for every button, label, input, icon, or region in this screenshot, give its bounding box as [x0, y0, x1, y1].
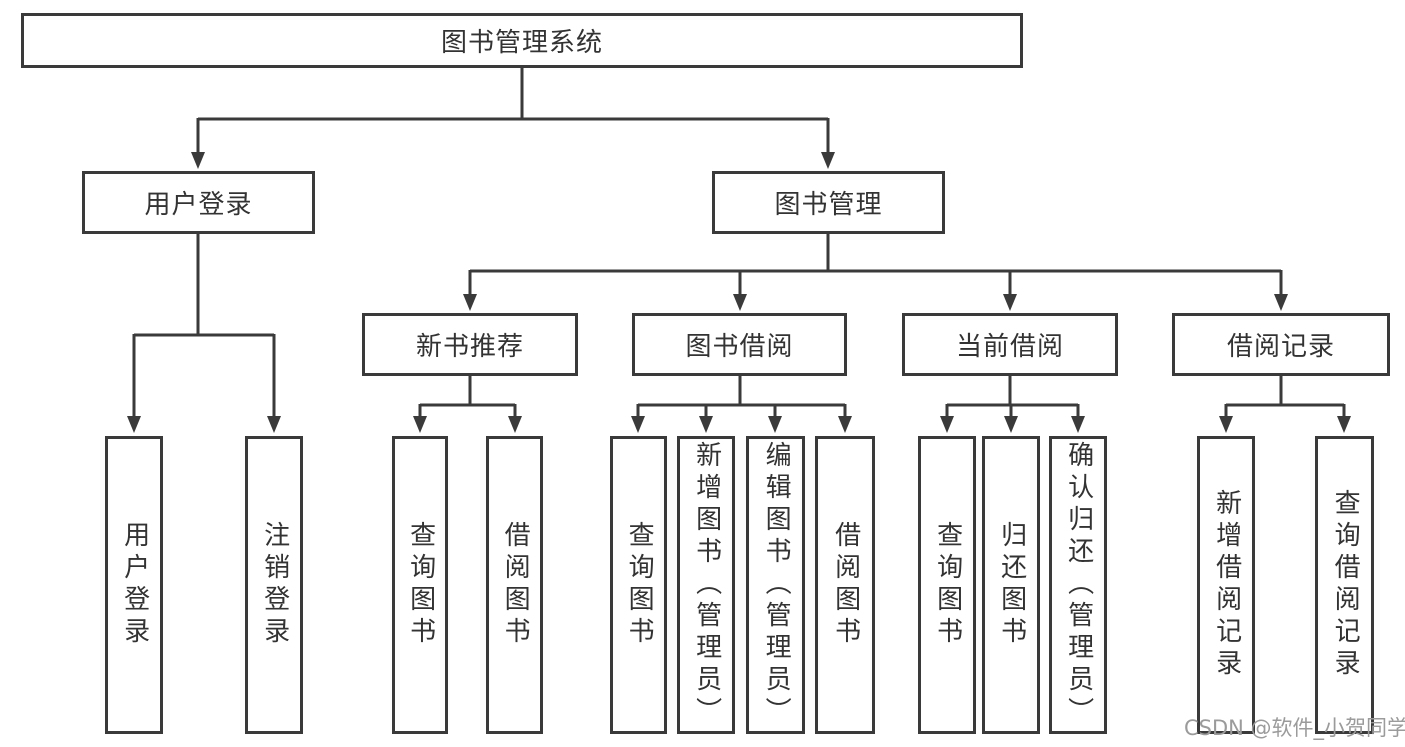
leaf-borrow-books-recommend: 借阅图书 [486, 436, 543, 734]
leaf-query-books-borrow-label: 查询图书 [624, 521, 655, 649]
leaf-return-books: 归还图书 [982, 436, 1040, 734]
node-new-book-recommend: 新书推荐 [362, 313, 578, 376]
leaf-add-borrow-record-label: 新增借阅记录 [1211, 489, 1242, 681]
leaf-query-borrow-record-label: 查询借阅记录 [1330, 489, 1361, 681]
csdn-watermark: CSDN @软件_小贺同学 [1184, 716, 1405, 740]
leaf-query-books-recommend: 查询图书 [392, 436, 448, 734]
leaf-add-book-admin: 新增图书（管理员） [677, 436, 735, 734]
leaf-borrow-books-label: 借阅图书 [830, 521, 861, 649]
leaf-logout-label: 注销登录 [259, 521, 290, 649]
node-current-borrow: 当前借阅 [902, 313, 1118, 376]
node-book-management: 图书管理 [712, 171, 945, 234]
leaf-confirm-return-admin-label: 确认归还（管理员） [1063, 441, 1094, 729]
leaf-edit-book-admin: 编辑图书（管理员） [746, 436, 805, 734]
leaf-user-login: 用户登录 [105, 436, 163, 734]
leaf-add-borrow-record: 新增借阅记录 [1197, 436, 1255, 734]
leaf-edit-book-admin-label: 编辑图书（管理员） [761, 441, 792, 729]
leaf-logout: 注销登录 [245, 436, 303, 734]
leaf-query-books-current: 查询图书 [918, 436, 976, 734]
node-book-borrow: 图书借阅 [632, 313, 847, 376]
node-user-login: 用户登录 [82, 171, 315, 234]
leaf-borrow-books: 借阅图书 [815, 436, 875, 734]
leaf-user-login-label: 用户登录 [119, 521, 150, 649]
node-borrow-records: 借阅记录 [1172, 313, 1390, 376]
leaf-query-books-current-label: 查询图书 [932, 521, 963, 649]
leaf-borrow-books-recommend-label: 借阅图书 [500, 521, 531, 649]
leaf-add-book-admin-label: 新增图书（管理员） [691, 441, 722, 729]
leaf-query-books-borrow: 查询图书 [610, 436, 667, 734]
leaf-return-books-label: 归还图书 [996, 521, 1027, 649]
leaf-query-books-recommend-label: 查询图书 [405, 521, 436, 649]
leaf-confirm-return-admin: 确认归还（管理员） [1049, 436, 1107, 734]
node-library-system: 图书管理系统 [21, 13, 1023, 68]
leaf-query-borrow-record: 查询借阅记录 [1315, 436, 1374, 734]
